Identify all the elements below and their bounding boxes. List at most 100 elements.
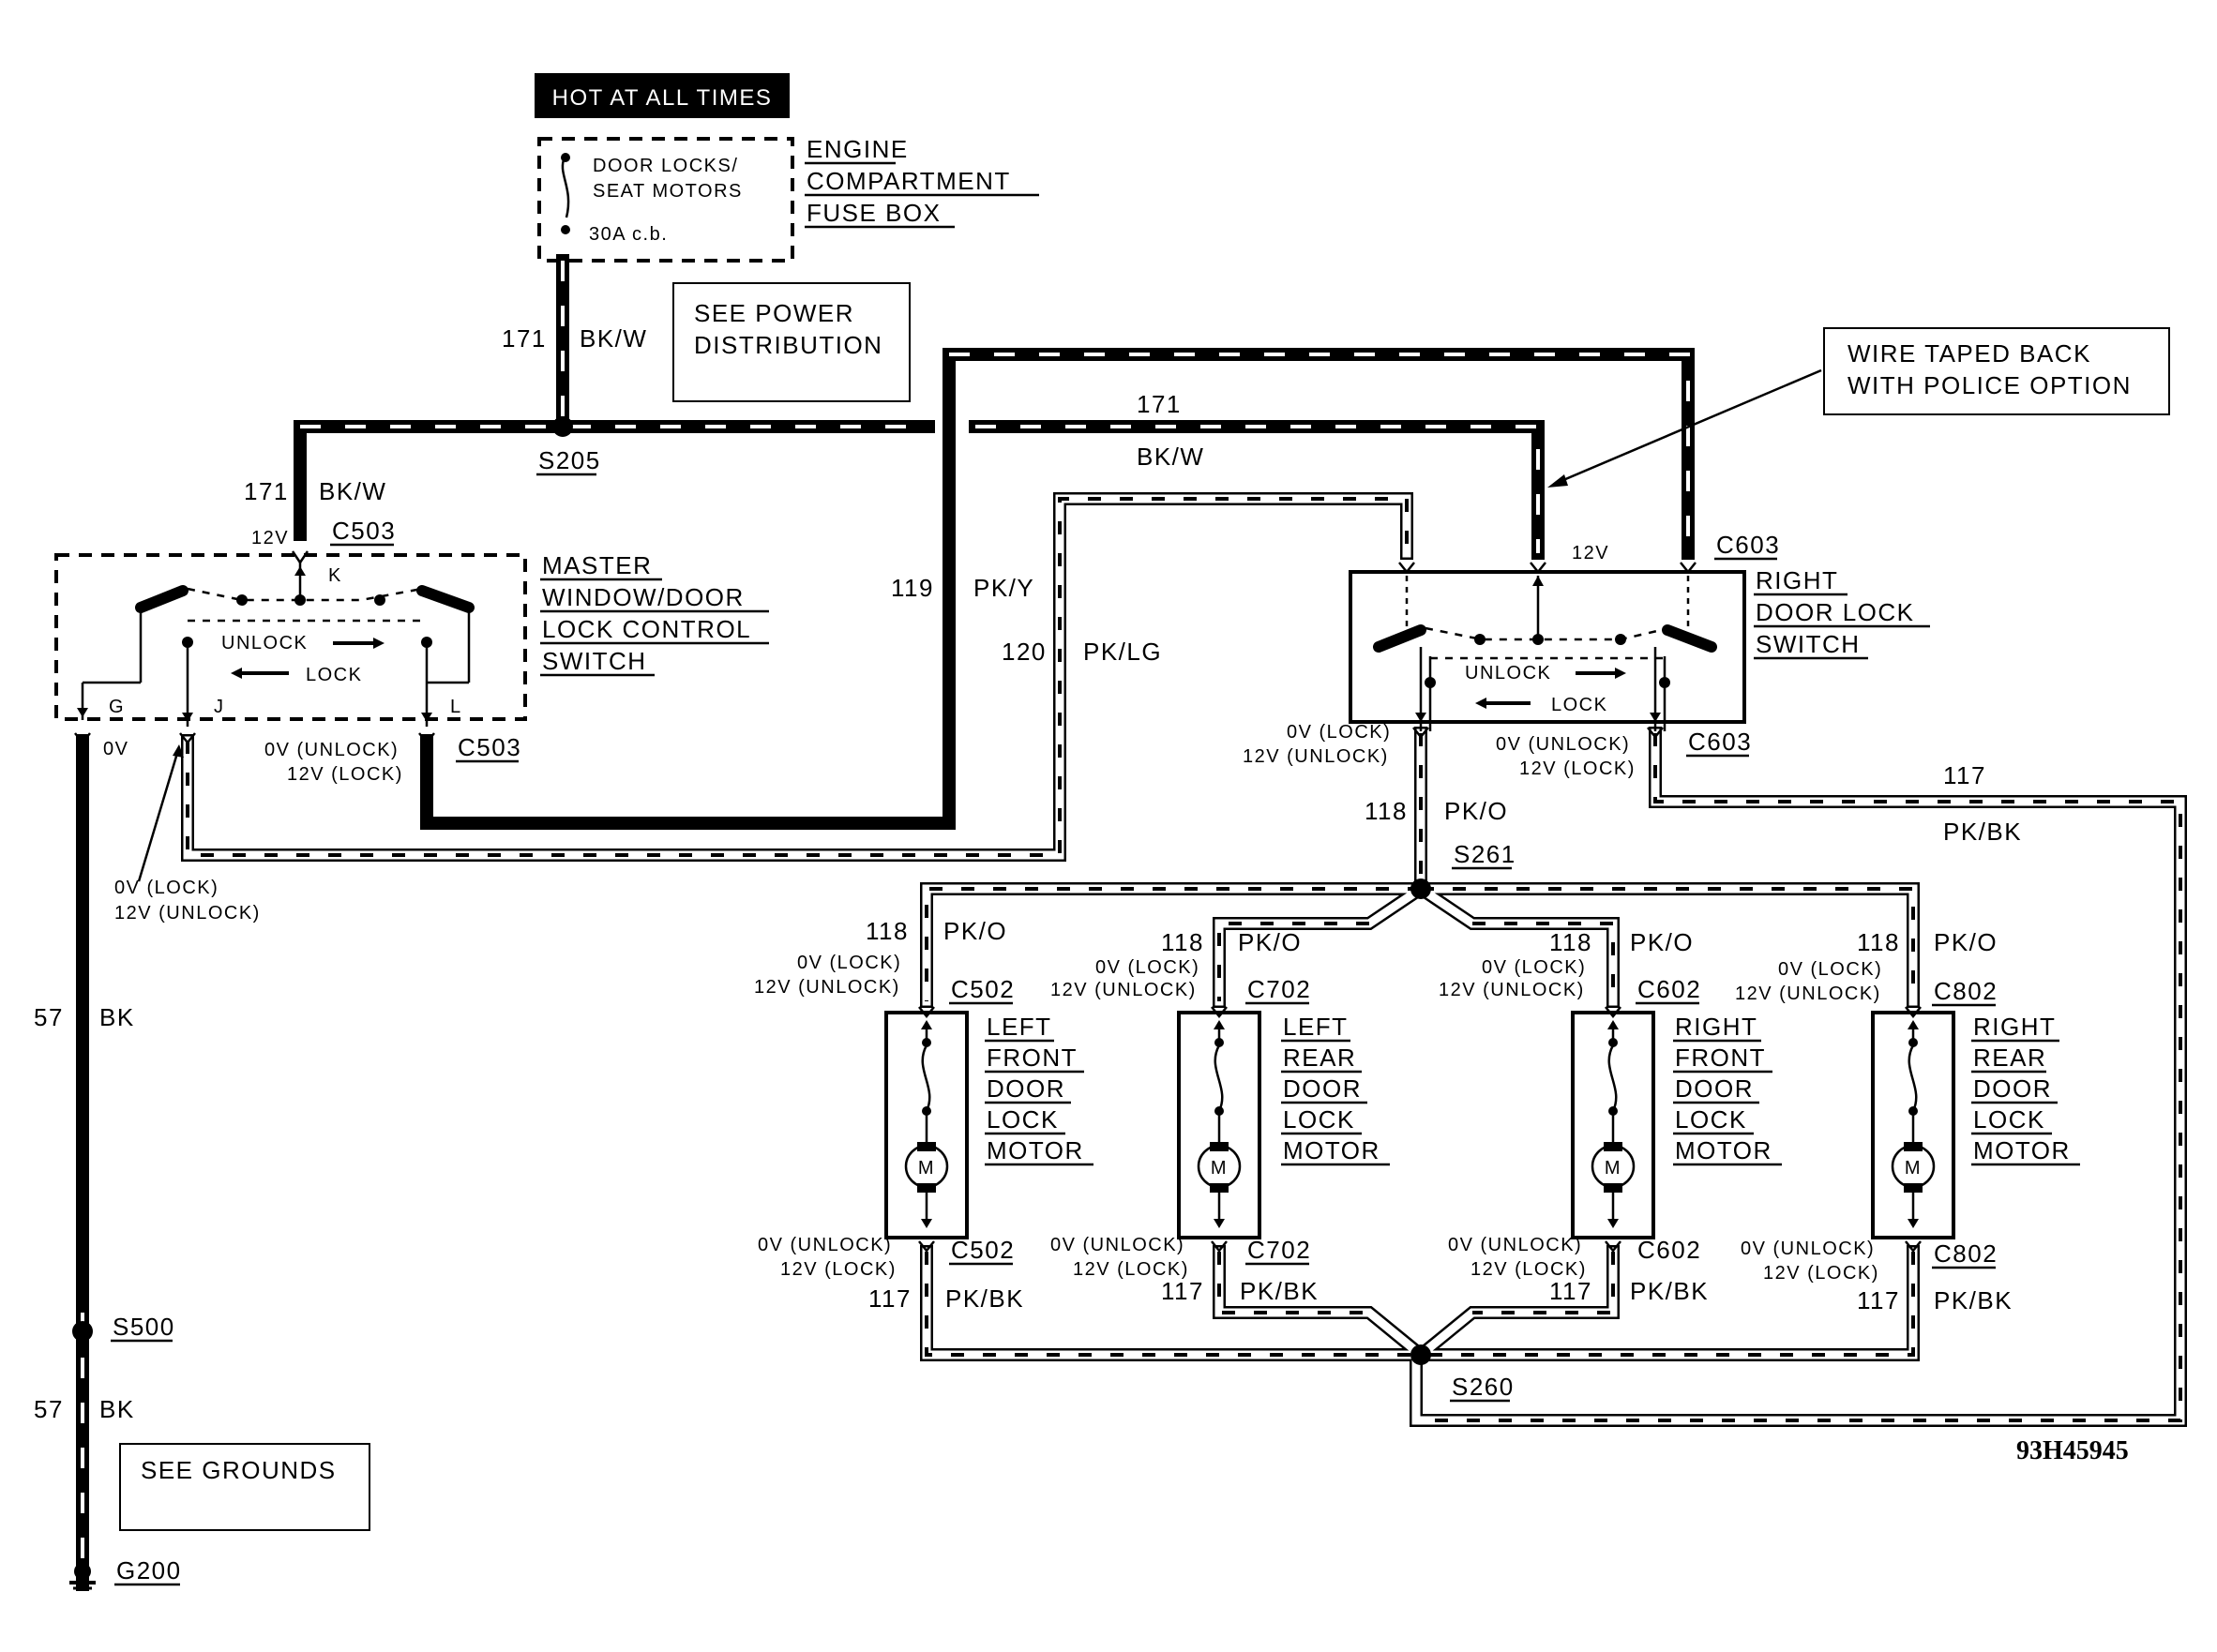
motor-left-rear: M	[1177, 1006, 1261, 1254]
diagram-label: DOOR	[987, 1074, 1065, 1103]
diagram-label: 12V (LOCK)	[1519, 758, 1636, 779]
diagram-label: MOTOR	[1675, 1136, 1772, 1164]
master-connector-label: C503	[332, 517, 396, 545]
diagram-label: LOCK	[306, 665, 362, 685]
diagram-label: 0V (LOCK)	[1482, 957, 1586, 978]
diagram-label: LOCK	[1973, 1105, 2045, 1134]
diagram-label: 117	[1161, 1277, 1204, 1305]
diagram-label: BK	[99, 1003, 135, 1031]
diagram-label: 117	[1857, 1286, 1900, 1314]
diagram-label: J	[214, 697, 225, 717]
diagram-label: G	[109, 697, 125, 717]
diagram-label: 0V (LOCK)	[1287, 722, 1391, 743]
diagram-label: 117	[1549, 1277, 1592, 1305]
diagram-label: 117	[1943, 761, 1986, 789]
diagram-label: 57	[34, 1395, 64, 1423]
master-switch-title: MASTER WINDOW/DOOR LOCK CONTROL SWITCH	[540, 551, 769, 677]
diagram-label: 118	[1365, 797, 1408, 825]
diagram-label: C603	[1688, 728, 1752, 756]
diagram-label: C503	[458, 733, 521, 761]
splice-s205-label: S205	[538, 446, 601, 474]
diagram-label: S260	[1452, 1373, 1515, 1401]
see-power-distribution-note: SEE POWER DISTRIBUTION	[672, 282, 911, 402]
diagram-label: 12V (LOCK)	[1763, 1263, 1879, 1284]
wire-bkw-color: BK/W	[580, 324, 647, 353]
diagram-label: SWITCH	[542, 647, 647, 675]
diagram-label: WIRE TAPED BACK	[1848, 339, 2091, 368]
diagram-label: DOOR LOCK	[1756, 598, 1915, 626]
diagram-label: L	[450, 697, 462, 717]
diagram-label: LOCK	[987, 1105, 1059, 1134]
diagram-label: SEE GROUNDS	[141, 1456, 337, 1484]
diagram-label: LOCK CONTROL	[542, 615, 751, 643]
splice-s261	[1410, 879, 1431, 899]
right-switch-title: RIGHT DOOR LOCK SWITCH	[1754, 566, 1930, 660]
fuse-line1: DOOR LOCKS/	[593, 156, 738, 176]
diagram-label: MOTOR	[1283, 1136, 1380, 1164]
diagram-label: 12V (UNLOCK)	[1050, 980, 1197, 1000]
diagram-label: C602	[1637, 1236, 1701, 1264]
diagram-label: FRONT	[987, 1044, 1078, 1072]
wire-taped-back-note: WIRE TAPED BACK WITH POLICE OPTION	[1547, 327, 2170, 488]
diagram-label: PK/O	[1444, 797, 1508, 825]
diagram-label: 118	[866, 917, 909, 945]
motor-right-rear-title: RIGHT REAR DOOR LOCK MOTOR	[1971, 1013, 2080, 1166]
diagram-label: PK/LG	[1083, 638, 1162, 666]
diagram-label: RIGHT	[1675, 1013, 1757, 1041]
diagram-label: S500	[113, 1313, 175, 1341]
diagram-label: C802	[1934, 1239, 1998, 1268]
diagram-label: C702	[1247, 1236, 1311, 1264]
diagram-label: PK/O	[1934, 928, 1998, 956]
diagram-label: SEE POWER	[694, 299, 854, 327]
diagram-label: M	[918, 1158, 935, 1179]
right-door-lock-switch: 12V C603 UNLOCK LOCK	[1349, 531, 1779, 740]
diagram-label: 118	[1549, 928, 1592, 956]
diagram-label: 57	[34, 1003, 64, 1031]
diagram-id: 93H45945	[2016, 1436, 2129, 1465]
diagram-label: LOCK	[1675, 1105, 1747, 1134]
diagram-label: 118	[1857, 928, 1900, 956]
diagram-label: S261	[1454, 840, 1516, 868]
diagram-label: RIGHT	[1756, 566, 1838, 594]
diagram-label: PK/BK	[1630, 1277, 1709, 1305]
diagram-label: C802	[1934, 977, 1998, 1005]
diagram-label: PK/O	[1238, 928, 1302, 956]
diagram-label: 0V (LOCK)	[1095, 957, 1199, 978]
diagram-label: BK	[99, 1395, 135, 1423]
diagram-label: M	[1905, 1158, 1922, 1179]
diagram-label: LOCK	[1283, 1105, 1355, 1134]
splice-s500	[72, 1321, 93, 1342]
motor-right-front-title: RIGHT FRONT DOOR LOCK MOTOR	[1673, 1013, 1782, 1166]
diagram-label: 118	[1161, 928, 1204, 956]
diagram-label: UNLOCK	[221, 633, 308, 653]
diagram-label: MASTER	[542, 551, 652, 579]
diagram-label: 12V (LOCK)	[780, 1259, 897, 1280]
diagram-label: 120	[1002, 638, 1047, 666]
diagram-label: FUSE BOX	[807, 199, 941, 227]
diagram-label: 119	[891, 574, 934, 602]
diagram-label: PK/BK	[945, 1284, 1024, 1313]
diagram-label: SWITCH	[1756, 630, 1861, 658]
diagram-label: MOTOR	[987, 1136, 1084, 1164]
diagram-label: 117	[868, 1284, 912, 1313]
diagram-label: K	[328, 565, 342, 586]
diagram-label: 12V (UNLOCK)	[1735, 984, 1881, 1004]
diagram-label: DISTRIBUTION	[694, 331, 882, 359]
diagram-label: 12V (UNLOCK)	[1439, 980, 1585, 1000]
diagram-label: 0V (UNLOCK)	[758, 1235, 892, 1255]
diagram-label: PK/BK	[1934, 1286, 2013, 1314]
diagram-label: C502	[951, 1236, 1015, 1264]
motor-right-rear: M	[1871, 1006, 1955, 1254]
ground-g200: G200	[69, 1556, 180, 1590]
diagram-label: C602	[1637, 975, 1701, 1003]
diagram-label: DOOR	[1675, 1074, 1754, 1103]
diagram-label: WINDOW/DOOR	[542, 583, 745, 611]
solid-wire-dashes	[81, 261, 1690, 1584]
diagram-label: 0V (UNLOCK)	[264, 740, 399, 760]
motor-left-rear-title: LEFT REAR DOOR LOCK MOTOR	[1281, 1013, 1390, 1166]
diagram-label: HOT AT ALL TIMES	[552, 85, 773, 111]
motor-right-front: M	[1571, 1006, 1655, 1254]
motor-left-front: M	[884, 1006, 969, 1254]
diagram-label: 12V (UNLOCK)	[754, 977, 900, 998]
